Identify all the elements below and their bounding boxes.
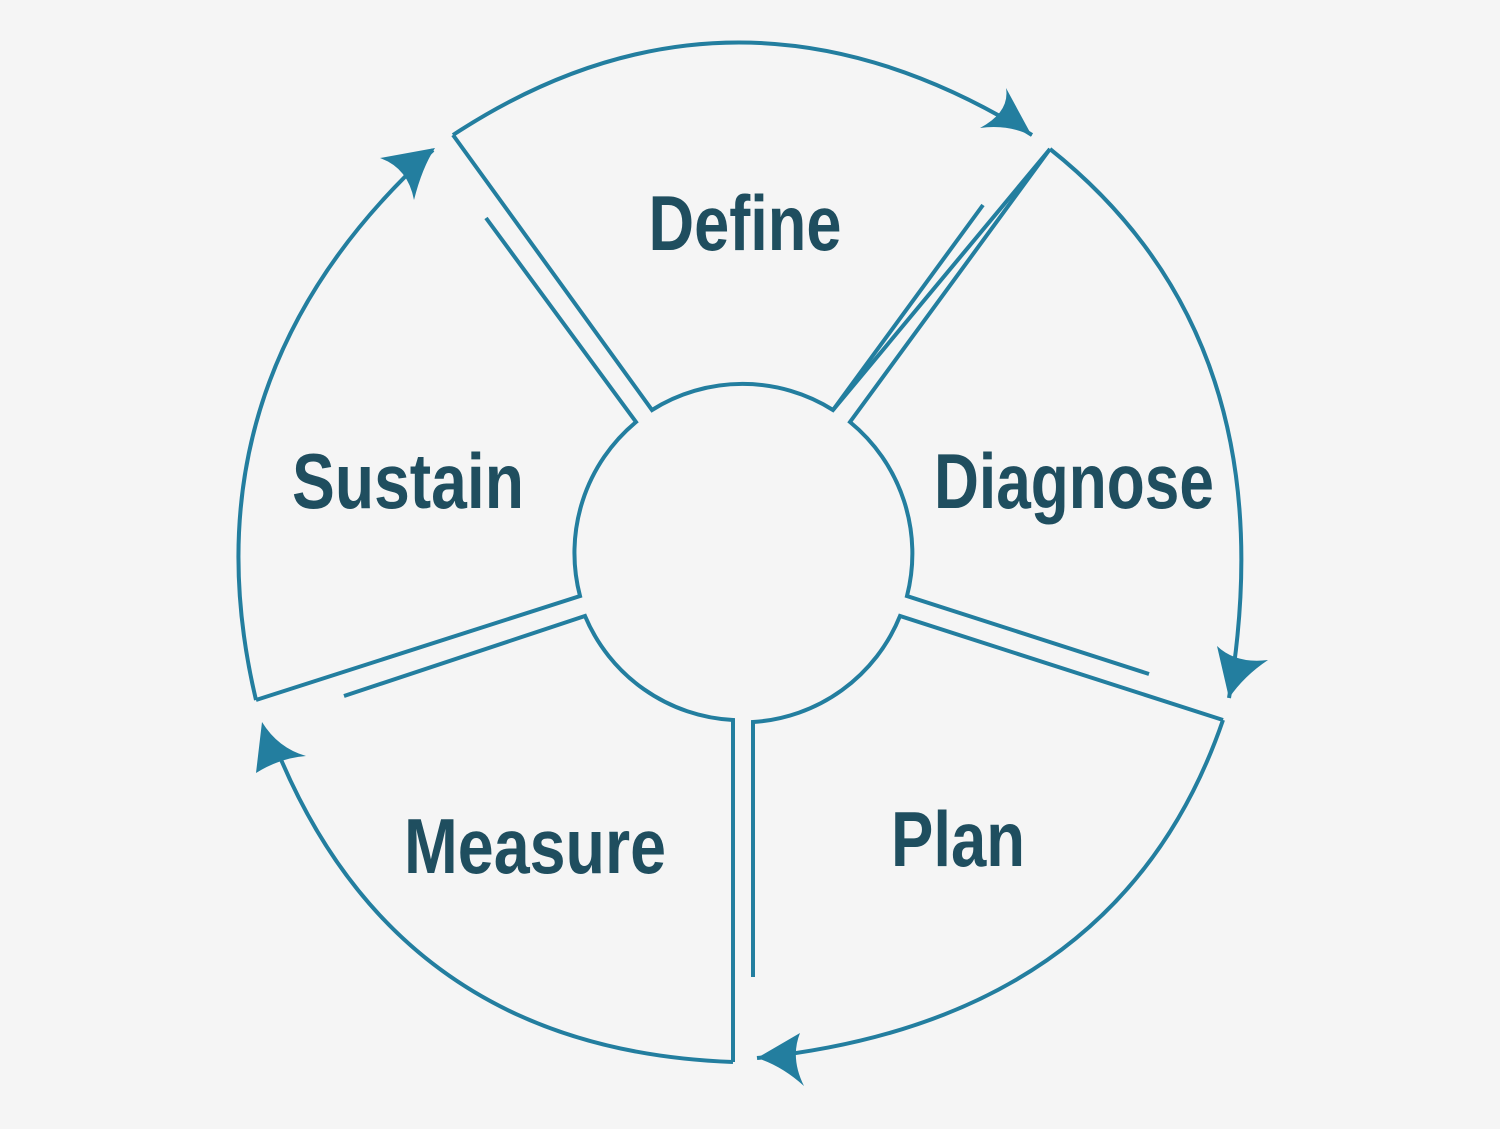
arrow-measure-to-sustain-icon bbox=[256, 722, 306, 773]
segment-define bbox=[451, 40, 1052, 413]
segment-measure bbox=[275, 613, 735, 1064]
stage-label-define: Define bbox=[649, 179, 842, 267]
stage-label-sustain: Sustain bbox=[292, 437, 524, 525]
stage-label-diagnose: Diagnose bbox=[934, 437, 1214, 525]
gap-line-define-diagnose bbox=[831, 203, 985, 412]
stage-label-plan: Plan bbox=[891, 795, 1025, 883]
segment-diagnose bbox=[831, 147, 1244, 699]
arrow-plan-to-measure-icon bbox=[757, 1033, 804, 1086]
segment-plan bbox=[751, 613, 1225, 1060]
segment-sustain bbox=[236, 148, 639, 702]
arrow-define-to-diagnose-icon bbox=[980, 88, 1032, 136]
stage-label-measure: Measure bbox=[404, 802, 666, 890]
arrow-diagnose-to-plan-icon bbox=[1217, 646, 1268, 698]
arrow-sustain-to-define-icon bbox=[380, 148, 435, 200]
